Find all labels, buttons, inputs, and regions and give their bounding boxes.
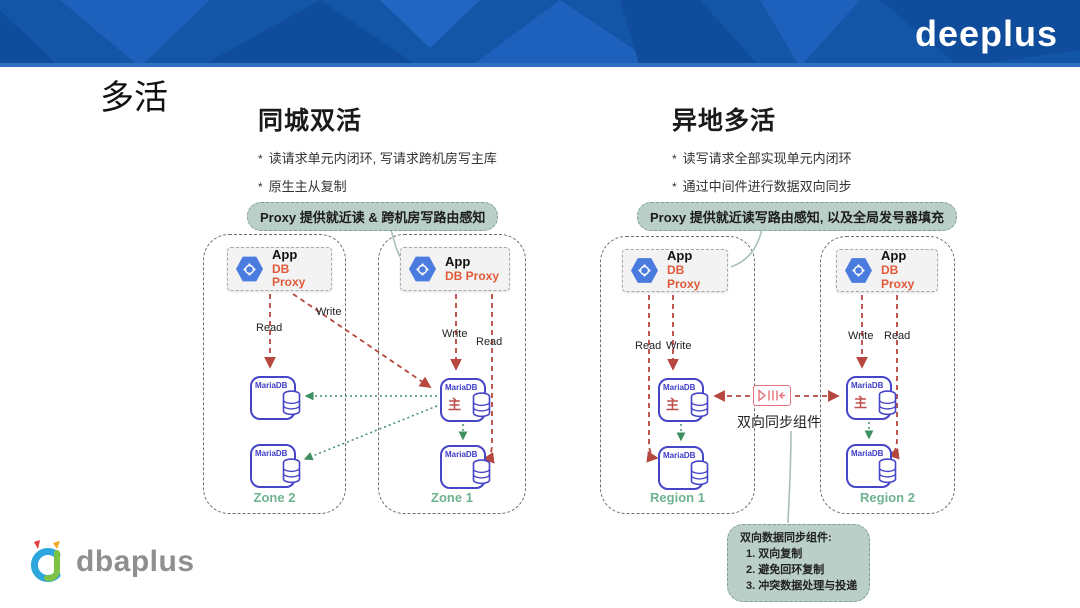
app-title: App: [272, 246, 298, 262]
mariadb-label: MariaDB: [851, 381, 884, 390]
left-bullet-2-text: 原生主从复制: [268, 179, 347, 194]
right-bullet-1-text: 读写请求全部实现单元内闭环: [682, 151, 852, 166]
database-cylinder-icon: [690, 392, 709, 418]
database-cylinder-icon: [472, 392, 491, 418]
zone-2-label: Zone 2: [253, 490, 296, 505]
region-1-label: Region 1: [650, 490, 705, 505]
mariadb-label: MariaDB: [255, 449, 288, 458]
left-bullet-1-text: 读请求单元内闭环, 写请求跨机房写主库: [268, 151, 497, 166]
db-proxy-label: DB Proxy: [445, 268, 500, 283]
zone-1-app-box: App DB Proxy: [400, 247, 510, 291]
zone-2-replica-db-1: MariaDB: [250, 376, 301, 420]
database-cylinder-icon: [282, 458, 301, 484]
db-proxy-label: DB Proxy: [272, 261, 306, 290]
left-bullet-1: * 读请求单元内闭环, 写请求跨机房写主库: [258, 148, 497, 167]
zone-2-write-label: Write: [316, 306, 342, 318]
left-proxy-pill: Proxy 提供就近读 & 跨机房写路由感知: [247, 202, 499, 231]
db-proxy-label: DB Proxy: [667, 263, 701, 291]
app-hexagon-icon: [409, 256, 436, 282]
dbaplus-logo: dbaplus: [24, 538, 195, 586]
dbaplus-logo-mark: [31, 540, 61, 582]
app-hexagon-icon: [236, 256, 263, 282]
mariadb-label: MariaDB: [445, 450, 478, 459]
bullet-marker: *: [258, 152, 263, 166]
mariadb-label: MariaDB: [663, 451, 696, 460]
database-cylinder-icon: [282, 390, 301, 416]
region-1-read-label: Read: [635, 340, 662, 352]
zone-2-app-box: App DB Proxy: [227, 247, 332, 291]
mariadb-label: MariaDB: [663, 383, 696, 392]
zone-1-label: Zone 1: [431, 490, 473, 505]
region-2-write-label: Write: [848, 330, 874, 342]
banner-bottom-edge: [0, 63, 1080, 67]
region-1-write-label: Write: [666, 340, 692, 352]
zone-1-replica-db: MariaDB: [440, 445, 491, 489]
zone-2-read-label: Read: [256, 322, 283, 334]
region-2-container: Region 2: [820, 236, 955, 514]
app-hexagon-icon: [845, 258, 872, 283]
region-2-master-db: MariaDB 主: [846, 376, 897, 420]
database-cylinder-icon: [690, 460, 709, 486]
region-2-read-label: Read: [884, 330, 911, 342]
read-write-arrows: [264, 293, 900, 464]
region-2-replica-db: MariaDB: [846, 444, 897, 488]
bullet-marker: *: [672, 180, 677, 194]
zone-1-write-label: Write: [442, 328, 468, 340]
dbaplus-logo-text: dbaplus: [76, 545, 195, 578]
sync-note-item-1: 1. 双向复制: [746, 547, 803, 560]
region-2-app-box: App DB Proxy: [836, 248, 938, 292]
zone-1-master-db: MariaDB 主: [440, 378, 491, 422]
region-1-app-box: App DB Proxy: [622, 248, 728, 292]
sync-note-item-2: 2. 避免回环复制: [746, 563, 825, 576]
data-stream-icon: [753, 385, 791, 406]
region-1-master-db: MariaDB 主: [658, 378, 709, 422]
bullet-marker: *: [672, 152, 677, 166]
sync-note-pill: 双向数据同步组件: 1. 双向复制 2. 避免回环复制 3. 冲突数据处理与投递: [727, 524, 871, 602]
sync-note-item-3: 3. 冲突数据处理与投递: [746, 579, 858, 592]
banner-decoration: [0, 0, 1080, 67]
page-title: 多活: [100, 78, 168, 118]
region-2-label: Region 2: [860, 490, 915, 505]
bullet-marker: *: [258, 180, 263, 194]
db-proxy-label: DB Proxy: [881, 263, 915, 291]
top-banner: deeplus: [0, 0, 1080, 67]
deeplus-logo: deeplus: [914, 13, 1058, 54]
mariadb-label: MariaDB: [851, 449, 884, 458]
master-mark: 主: [666, 397, 680, 412]
sync-note-title: 双向数据同步组件:: [740, 532, 832, 544]
right-bullet-2-text: 通过中间件进行数据双向同步: [682, 179, 852, 194]
app-title: App: [667, 248, 693, 264]
master-mark: 主: [448, 397, 462, 412]
right-proxy-pill: Proxy 提供就近读写路由感知, 以及全局发号器填充: [637, 202, 957, 231]
region-1-replica-db: MariaDB: [658, 446, 709, 490]
zone-2-replica-db-2: MariaDB: [250, 444, 301, 488]
left-bullet-2: * 原生主从复制: [258, 176, 347, 195]
app-hexagon-icon: [631, 258, 658, 283]
right-section-heading: 异地多活: [672, 107, 777, 135]
right-bullet-2: * 通过中间件进行数据双向同步: [672, 176, 852, 195]
left-section-heading: 同城双活: [258, 107, 363, 135]
zone-1-read-label: Read: [476, 336, 503, 348]
master-mark: 主: [854, 395, 868, 410]
sync-component-label: 双向同步组件: [737, 414, 821, 430]
database-cylinder-icon: [878, 458, 897, 484]
database-cylinder-icon: [878, 390, 897, 416]
app-title: App: [881, 248, 907, 264]
database-cylinder-icon: [472, 459, 491, 485]
mariadb-label: MariaDB: [445, 383, 478, 392]
mariadb-label: MariaDB: [255, 381, 288, 390]
region-1-container: Region 1: [600, 236, 755, 514]
app-title: App: [445, 253, 471, 269]
right-bullet-1: * 读写请求全部实现单元内闭环: [672, 148, 852, 167]
